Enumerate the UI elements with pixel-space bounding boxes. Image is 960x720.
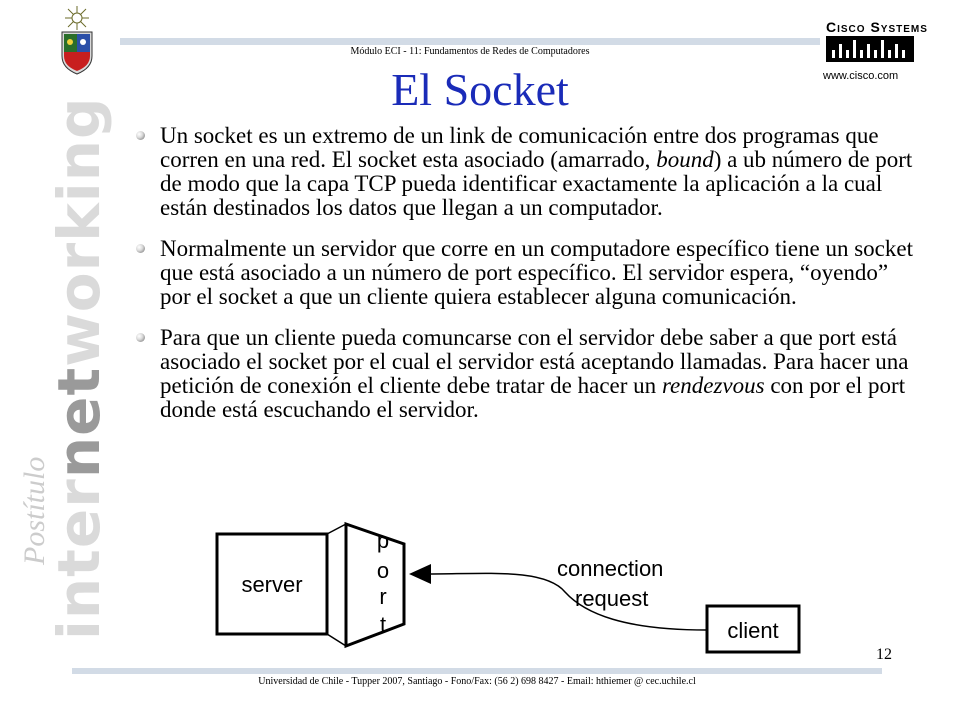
bullet-list: Un socket es un extremo de un link de co…: [133, 124, 923, 439]
bullet-dot-icon: [136, 333, 145, 342]
bullet-dot-icon: [136, 244, 145, 253]
university-crest-logo: [52, 4, 102, 81]
bullet-item-3: Para que un cliente pueda comuncarse con…: [133, 326, 923, 422]
server-label: server: [241, 572, 302, 597]
request-label: request: [575, 586, 648, 611]
header-rule: [120, 38, 820, 45]
bullet-text-cont: ) a ub número de port de modo que la cap…: [160, 147, 913, 220]
client-box: [705, 604, 801, 654]
port-letter-o: o: [377, 558, 389, 583]
connection-label: connection: [557, 556, 663, 581]
internetworking-side-wordmark: internetworking: [45, 97, 113, 641]
port-letter-p: p: [377, 528, 389, 553]
postitulo-side-label: Postítulo: [18, 456, 51, 565]
port-letter-t: t: [380, 612, 386, 637]
cisco-logo-mark: [826, 36, 914, 62]
bullet-text: Normalmente un servidor que corre en un …: [160, 236, 913, 309]
port-shape: [344, 521, 406, 649]
cisco-url: www.cisco.com: [823, 70, 899, 82]
side-word-inter: inter: [45, 478, 113, 640]
course-title: Módulo ECI - 11: Fundamentos de Redes de…: [350, 46, 590, 57]
footer-contact: Universidad de Chile - Tupper 2007, Sant…: [258, 676, 696, 687]
bullet-emphasis: bound: [656, 147, 714, 172]
socket-diagram: server p o r t connection request client: [205, 518, 805, 663]
bullet-text: Para que un cliente pueda comuncarse con…: [160, 325, 909, 398]
server-port-link-bottom: [326, 633, 347, 647]
server-port-link-top: [326, 523, 347, 535]
bullet-emphasis: rendezvous: [661, 373, 765, 398]
side-word-working: working: [45, 96, 113, 367]
port-letter-r: r: [379, 584, 386, 609]
footer-rule: [72, 668, 882, 674]
side-word-net: net: [45, 366, 113, 479]
bullet-dot-icon: [136, 131, 145, 140]
request-arrowhead: [409, 564, 431, 584]
page-number: 12: [876, 646, 892, 663]
bullet-item-1: Un socket es un extremo de un link de co…: [133, 124, 923, 220]
slide-title: El Socket: [391, 64, 569, 115]
bullet-text-cont: con por el port donde está escuchando el…: [160, 373, 906, 422]
cisco-logo-text: Cisco Systems: [826, 19, 928, 35]
server-box: [215, 532, 329, 636]
bullet-text: Un socket es un extremo de un link de co…: [160, 123, 879, 172]
client-label: client: [727, 618, 778, 643]
bullet-item-2: Normalmente un servidor que corre en un …: [133, 237, 923, 309]
connection-request-curve: [426, 572, 708, 631]
